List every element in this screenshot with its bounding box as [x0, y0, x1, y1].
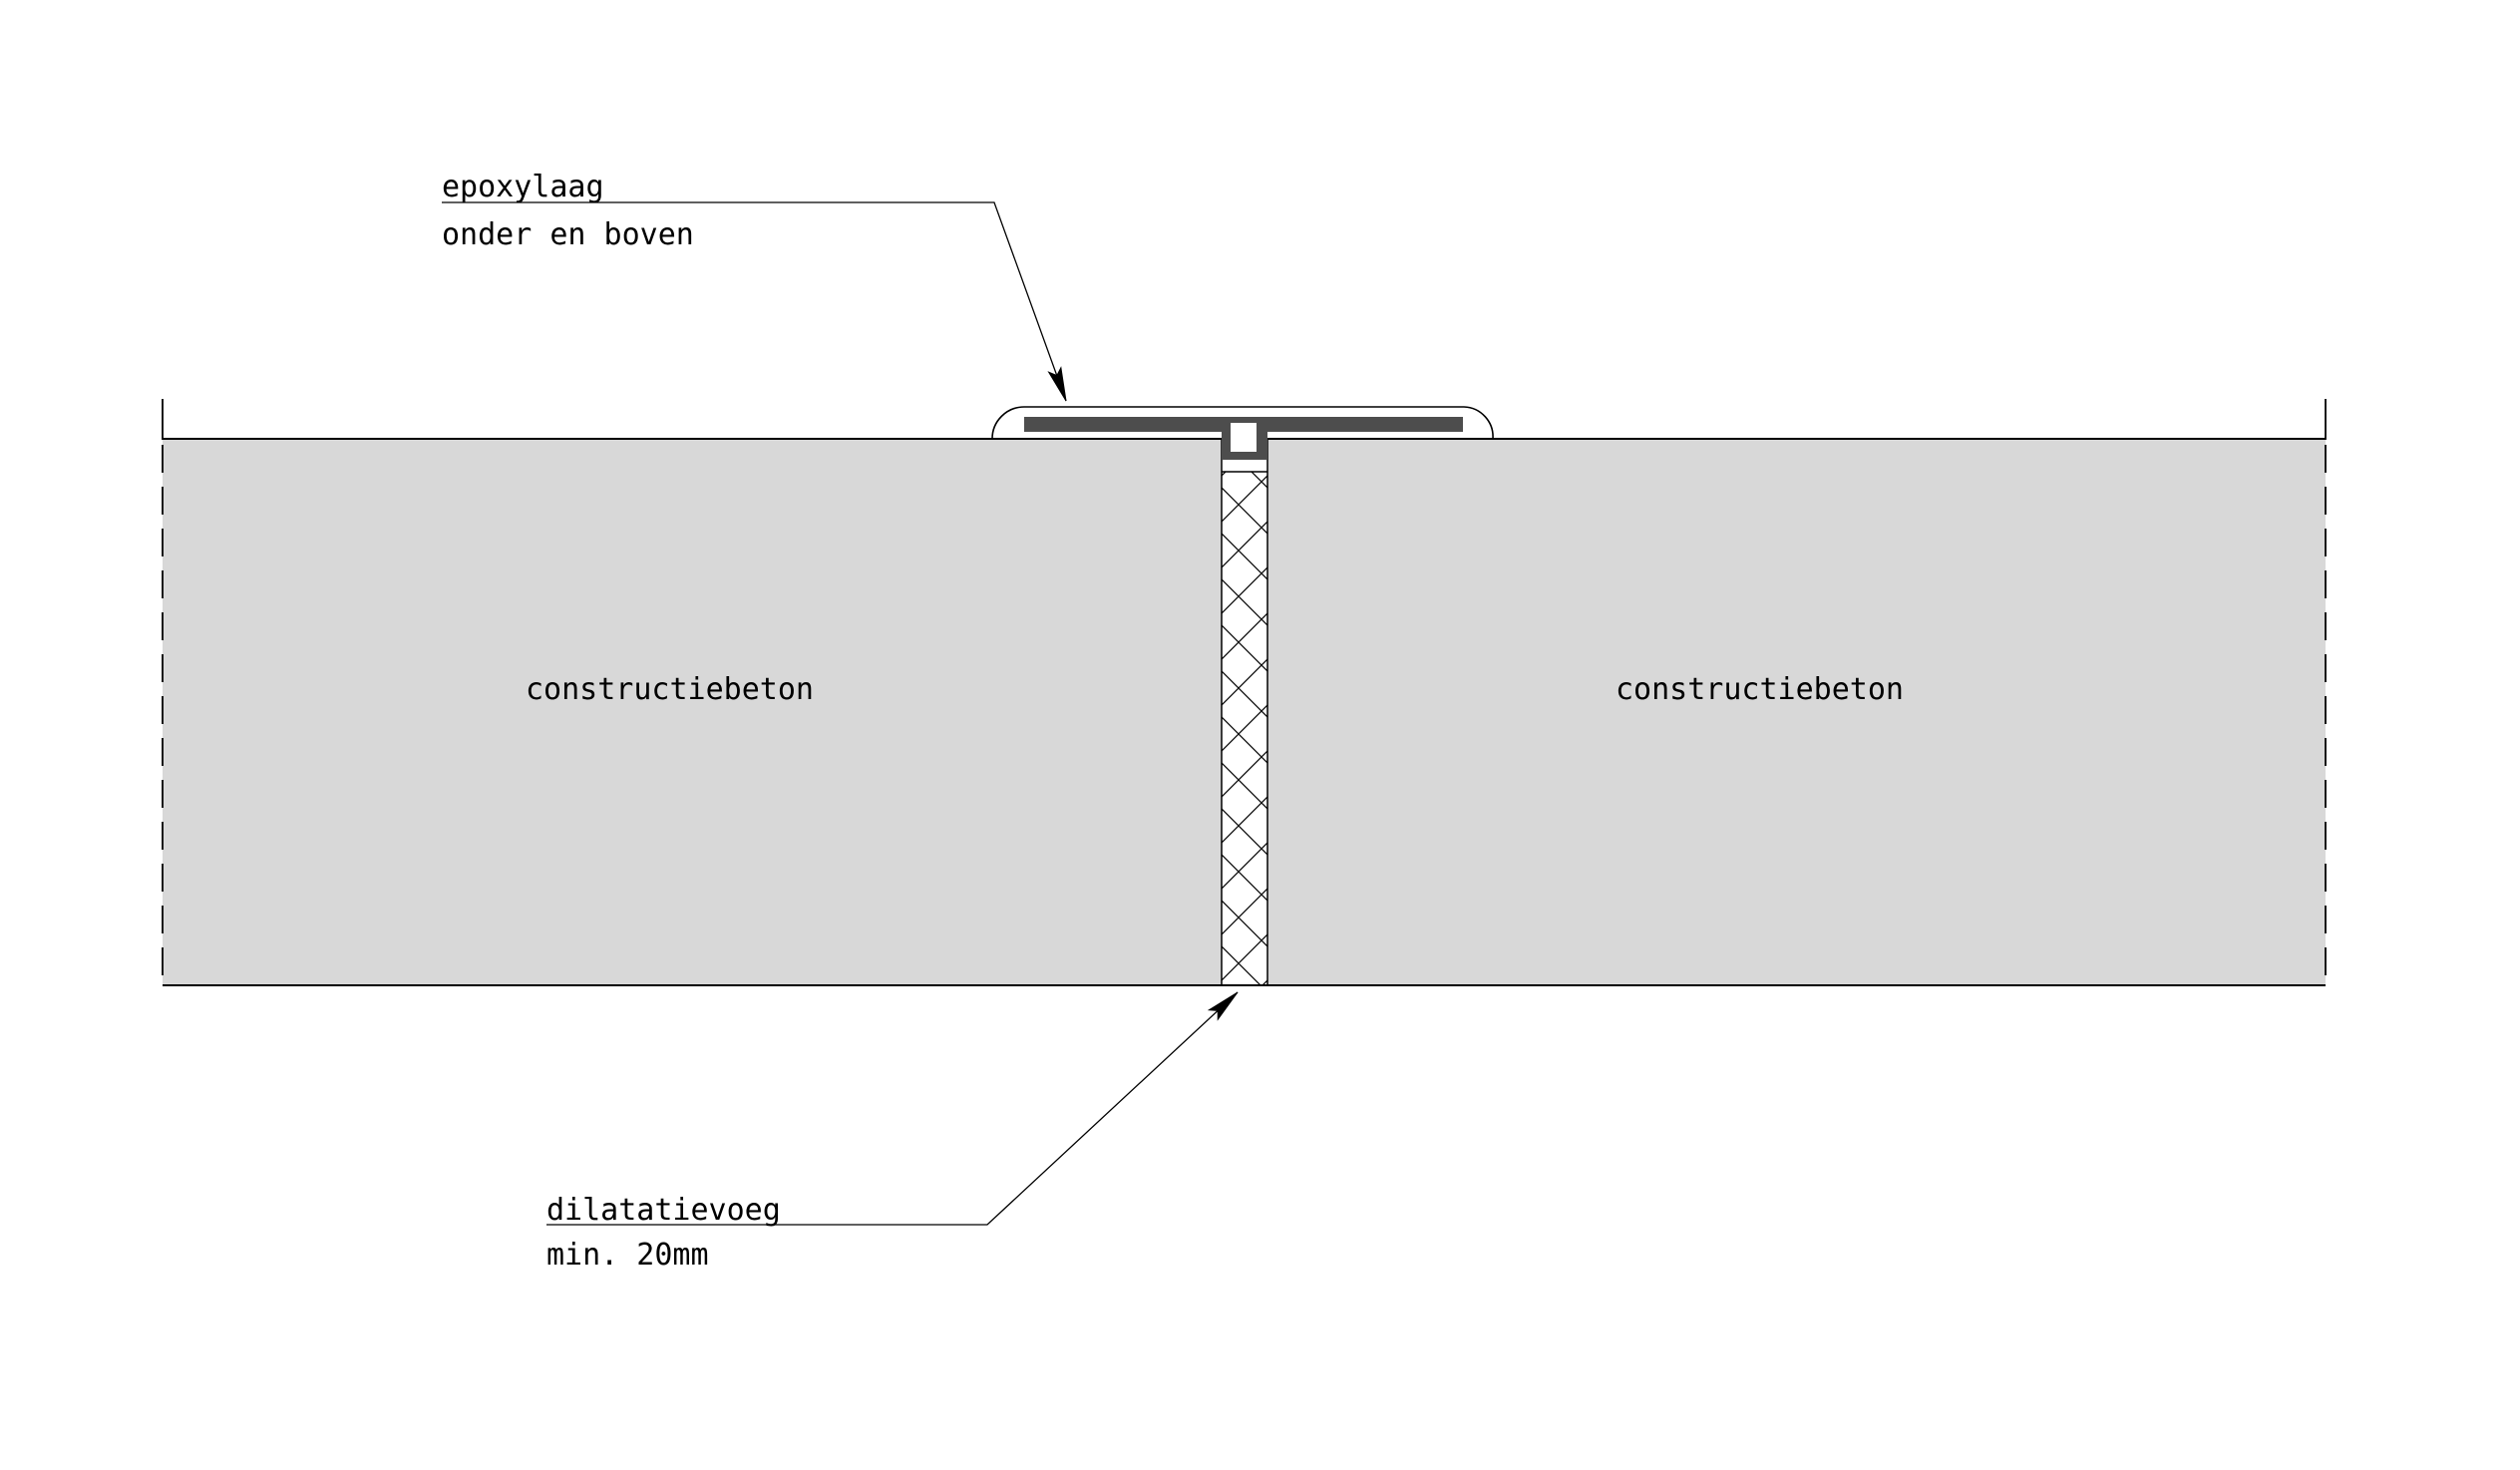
concrete-slab-right [1267, 439, 2326, 985]
concrete-slab-left [163, 439, 1222, 985]
material-label-left: constructiebeton [526, 672, 814, 707]
material-label-right: constructiebeton [1616, 672, 1904, 707]
joint-label-line1: dilatatievoeg [546, 1193, 781, 1228]
expansion-joint-filler-hatch [1222, 472, 1267, 985]
epoxy-leader-line-arrow [442, 201, 1067, 402]
epoxy-label-line1: epoxylaag [442, 170, 604, 204]
joint-label-line2: min. 20mm [546, 1238, 709, 1273]
cover-plate-anchor-cavity [1231, 423, 1257, 452]
epoxy-label-line2: onder en boven [442, 217, 694, 252]
joint-leader-line-arrow [546, 991, 1239, 1226]
